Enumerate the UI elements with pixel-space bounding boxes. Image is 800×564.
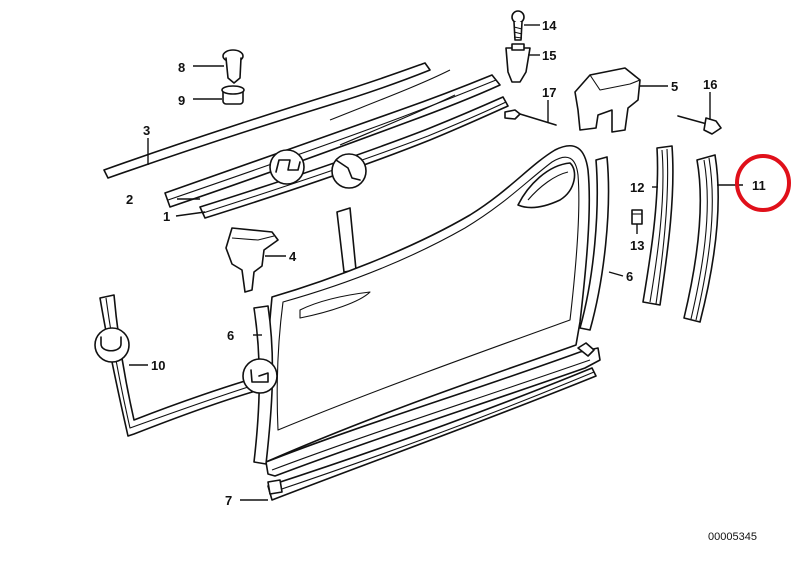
callout-6-right: 6 bbox=[626, 269, 633, 284]
rivet-part-17 bbox=[504, 109, 557, 126]
window-seal-part-12 bbox=[642, 145, 674, 306]
callout-labels: 1 2 3 4 5 6 6 7 8 9 10 11 12 13 14 15 16… bbox=[126, 18, 766, 508]
callout-10: 10 bbox=[151, 358, 165, 373]
callout-12: 12 bbox=[630, 180, 644, 195]
window-seal-part-11 bbox=[683, 154, 719, 323]
door-seal-part-6-left bbox=[242, 305, 278, 465]
pillar-seal bbox=[336, 207, 357, 273]
bracket-part-4 bbox=[225, 227, 279, 293]
door-panel bbox=[263, 145, 591, 463]
callout-6-left: 6 bbox=[227, 328, 234, 343]
clip-part-13 bbox=[631, 209, 643, 225]
document-number: 00005345 bbox=[708, 531, 757, 543]
callout-8: 8 bbox=[178, 60, 185, 75]
roof-seal-strips bbox=[103, 62, 509, 219]
lower-seal-part-7 bbox=[267, 367, 597, 501]
highlight-circle bbox=[735, 154, 791, 212]
callout-4: 4 bbox=[289, 249, 297, 264]
callout-16: 16 bbox=[703, 77, 717, 92]
callout-13: 13 bbox=[630, 238, 644, 253]
callout-7: 7 bbox=[225, 493, 232, 508]
door-sill-seal bbox=[265, 342, 601, 477]
callout-3: 3 bbox=[143, 123, 150, 138]
callout-5: 5 bbox=[671, 79, 678, 94]
frame-seal-part-10 bbox=[94, 294, 267, 437]
callout-14: 14 bbox=[542, 18, 557, 33]
leader-lines bbox=[129, 24, 743, 501]
callout-2: 2 bbox=[126, 192, 133, 207]
grommet-part-9 bbox=[221, 85, 245, 105]
clip-part-8 bbox=[222, 49, 244, 84]
callout-17: 17 bbox=[542, 85, 556, 100]
rivet-part-16 bbox=[677, 115, 722, 135]
door-seal-part-6-right bbox=[579, 156, 610, 331]
clip-part-15 bbox=[505, 43, 531, 83]
bracket-part-5 bbox=[574, 67, 641, 133]
screw-part-14 bbox=[511, 10, 525, 41]
callout-11: 11 bbox=[752, 178, 766, 193]
callout-15: 15 bbox=[542, 48, 556, 63]
cross-section-icons bbox=[269, 149, 367, 189]
callout-1: 1 bbox=[163, 209, 170, 224]
callout-9: 9 bbox=[178, 93, 185, 108]
